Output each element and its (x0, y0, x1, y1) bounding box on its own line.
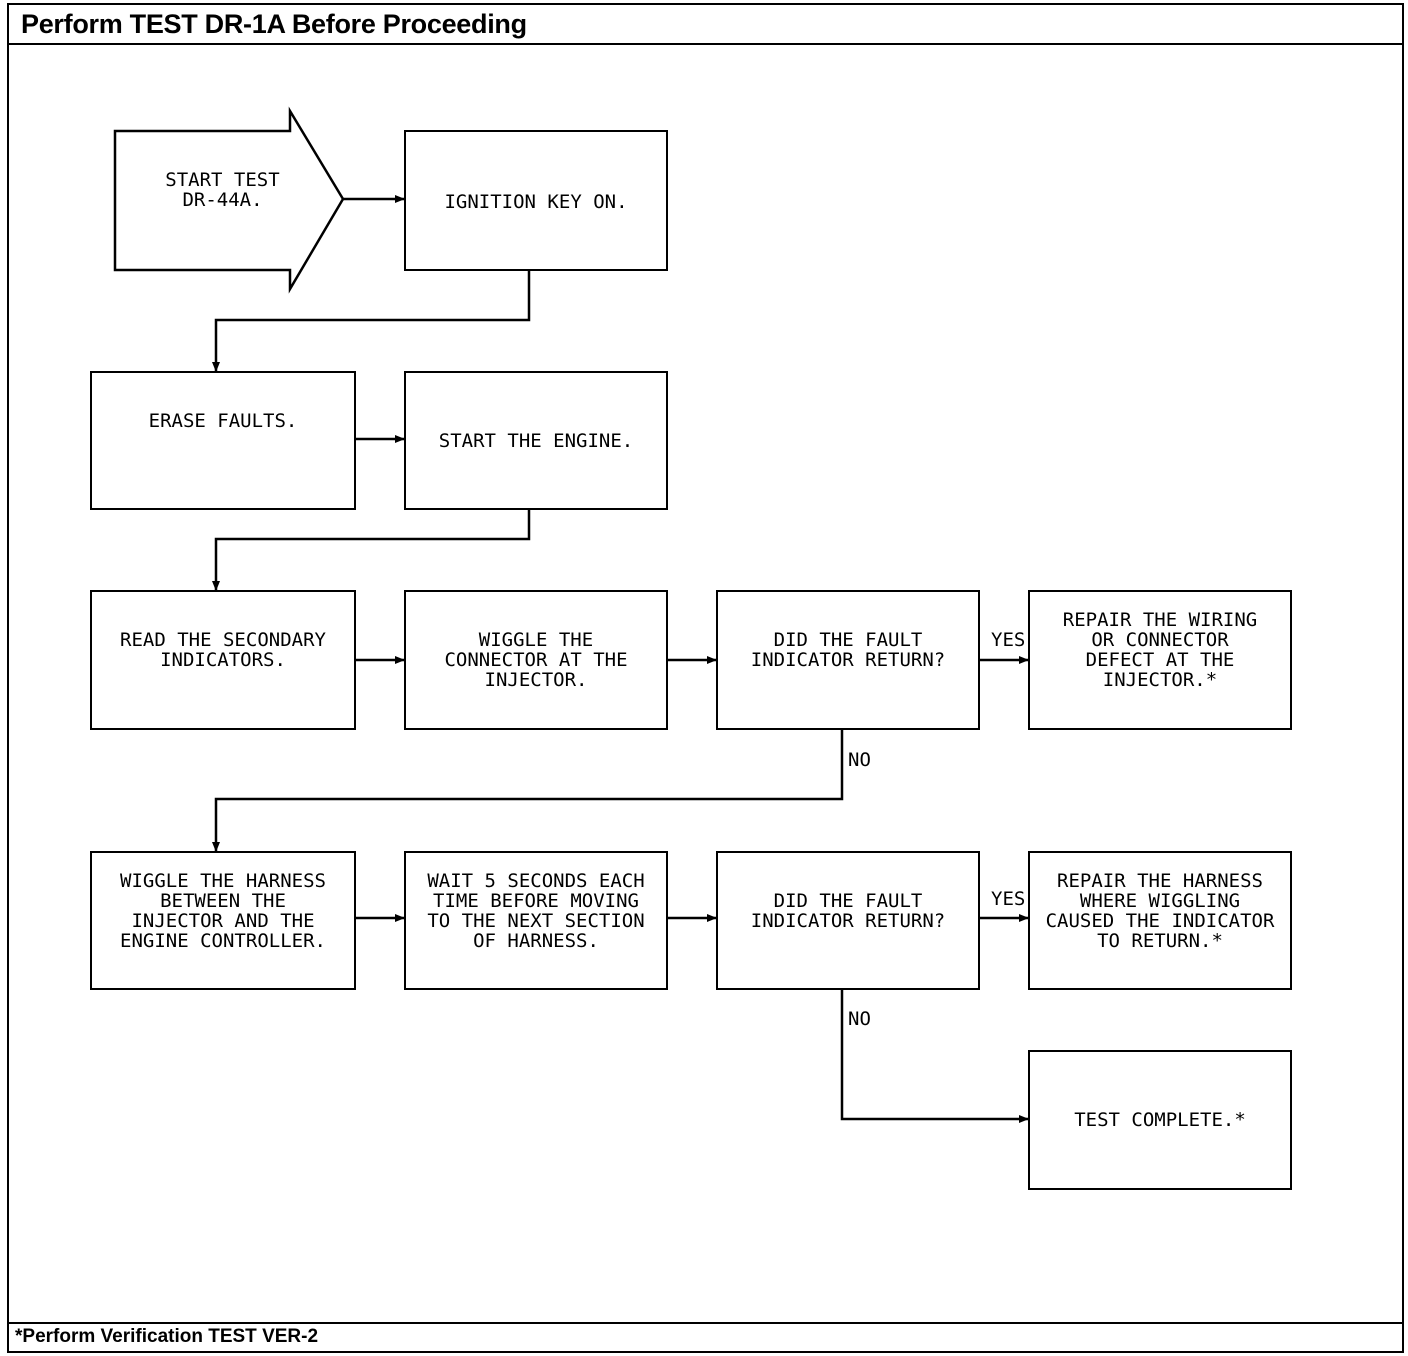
node-complete-label: TEST COMPLETE.* (1074, 1109, 1246, 1131)
node-ignition-label: IGNITION KEY ON. (444, 191, 628, 213)
node-repair-harness-label: REPAIR THE HARNESS WHERE WIGGLING CAUSED… (1045, 870, 1275, 952)
node-start-engine-label: START THE ENGINE. (438, 430, 634, 452)
node-decision-2: DID THE FAULT INDICATOR RETURN? (716, 851, 980, 990)
node-wiggle-connector-label: WIGGLE THE CONNECTOR AT THE INJECTOR. (444, 629, 628, 691)
start-arrow-shape (113, 106, 345, 294)
node-read-secondary: READ THE SECONDARY INDICATORS. (90, 590, 356, 730)
connector-decision2-no (840, 990, 1029, 1123)
yes-label-2: YES (991, 888, 1026, 910)
node-start: START TEST DR-44A. (165, 169, 280, 211)
node-wiggle-harness: WIGGLE THE HARNESS BETWEEN THE INJECTOR … (90, 851, 356, 990)
page-title: Perform TEST DR-1A Before Proceeding (9, 5, 1402, 45)
node-wiggle-connector: WIGGLE THE CONNECTOR AT THE INJECTOR. (404, 590, 668, 730)
node-repair-wiring: REPAIR THE WIRING OR CONNECTOR DEFECT AT… (1028, 590, 1292, 730)
node-decision-1: DID THE FAULT INDICATOR RETURN? (716, 590, 980, 730)
node-start-engine: START THE ENGINE. (404, 371, 668, 510)
diagram-frame (7, 3, 1404, 1353)
no-label-2: NO (848, 1008, 871, 1030)
yes-label-1: YES (991, 629, 1026, 651)
node-repair-wiring-label: REPAIR THE WIRING OR CONNECTOR DEFECT AT… (1062, 609, 1258, 691)
node-test-complete: TEST COMPLETE.* (1028, 1050, 1292, 1190)
no-label-1: NO (848, 749, 871, 771)
node-erase-faults: ERASE FAULTS. (90, 371, 356, 510)
footer-note: *Perform Verification TEST VER-2 (9, 1322, 1402, 1351)
node-ignition-key-on: IGNITION KEY ON. (404, 130, 668, 271)
node-wait: WAIT 5 SECONDS EACH TIME BEFORE MOVING T… (404, 851, 668, 990)
node-repair-harness: REPAIR THE HARNESS WHERE WIGGLING CAUSED… (1028, 851, 1292, 990)
node-erase-label: ERASE FAULTS. (148, 410, 298, 432)
connector-engine-read (212, 510, 531, 591)
node-wiggle-harness-label: WIGGLE THE HARNESS BETWEEN THE INJECTOR … (120, 870, 326, 952)
connector-decision1-no (212, 730, 844, 852)
node-wait-label: WAIT 5 SECONDS EACH TIME BEFORE MOVING T… (427, 870, 645, 952)
connector-ignition-erase (212, 270, 531, 372)
node-read-label: READ THE SECONDARY INDICATORS. (120, 629, 326, 671)
node-decision-1-label: DID THE FAULT INDICATOR RETURN? (750, 629, 946, 671)
node-decision-2-label: DID THE FAULT INDICATOR RETURN? (750, 890, 946, 932)
